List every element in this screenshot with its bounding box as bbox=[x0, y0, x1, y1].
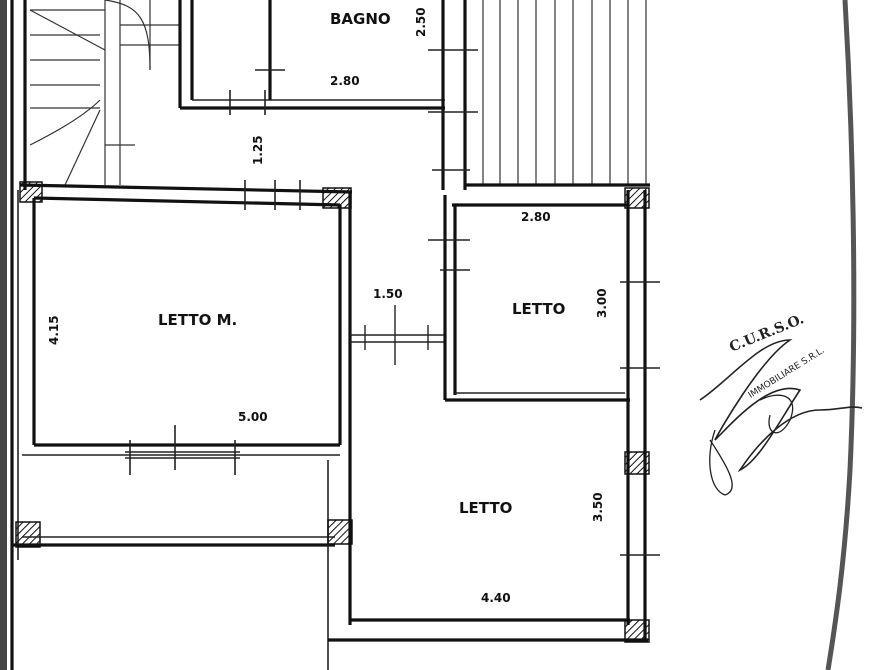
dim-bagno-width: 2.80 bbox=[330, 74, 360, 88]
balcony-railing bbox=[465, 0, 650, 187]
dim-letto-2-width: 4.40 bbox=[481, 591, 511, 605]
dim-letto-1-height: 3.00 bbox=[595, 288, 609, 318]
room-label-letto-1: LETTO bbox=[512, 300, 565, 318]
dim-letto-m-height: 4.15 bbox=[47, 315, 61, 345]
letto-2-walls bbox=[328, 451, 660, 643]
dim-corridor-width: 1.25 bbox=[251, 135, 265, 165]
company-stamp: C.U.R.S.O. IMMOBILIARE S.R.L. bbox=[727, 311, 826, 401]
room-label-letto-m: LETTO M. bbox=[158, 311, 237, 329]
bagno-walls bbox=[178, 0, 478, 190]
dim-letto-1-width: 2.80 bbox=[521, 210, 551, 224]
staircase bbox=[29, 0, 180, 186]
letto-m-walls bbox=[19, 180, 353, 625]
scan-border bbox=[0, 0, 857, 670]
outer-walls bbox=[10, 0, 27, 670]
dim-letto-2-height: 3.50 bbox=[591, 492, 605, 522]
dim-letto-m-width: 5.00 bbox=[238, 410, 268, 424]
signature bbox=[699, 339, 863, 496]
passage-marker bbox=[350, 305, 445, 365]
dim-passage-width: 1.50 bbox=[373, 287, 403, 301]
stamp-line-1: C.U.R.S.O. bbox=[727, 311, 806, 355]
dim-bagno-height: 2.50 bbox=[414, 7, 428, 37]
room-label-letto-2: LETTO bbox=[459, 499, 512, 517]
room-label-bagno: BAGNO bbox=[330, 10, 391, 28]
lower-left-walls bbox=[12, 460, 353, 670]
letto-1-walls bbox=[428, 169, 660, 640]
letto-m-window bbox=[125, 425, 240, 475]
